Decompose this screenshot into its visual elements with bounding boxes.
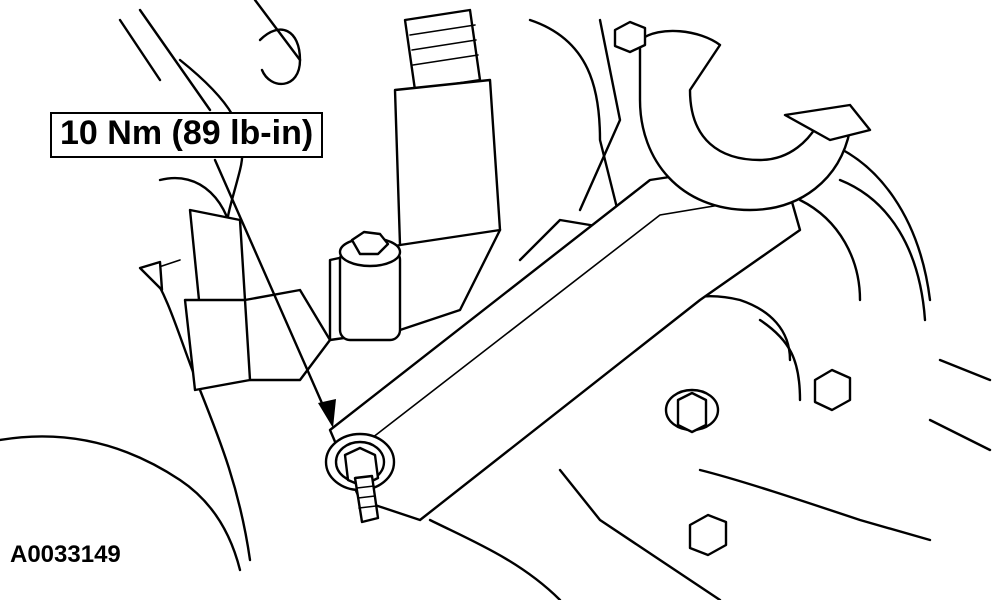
bolt-top	[613, 20, 647, 54]
bolt-bottom	[688, 513, 728, 557]
torque-bolt	[324, 432, 396, 524]
electrical-connector	[138, 208, 332, 392]
bolt-fasteners	[613, 20, 852, 557]
torque-callout: 10 Nm (89 lb-in)	[50, 112, 324, 158]
clamp-bracket	[638, 29, 872, 212]
hose-fitting	[328, 8, 502, 342]
figure-id: A0033149	[10, 541, 121, 568]
callout-leader	[213, 158, 336, 428]
sensor-cylinder	[338, 230, 402, 342]
bolt-arm-right	[664, 388, 720, 434]
bolt-far-right	[813, 368, 852, 412]
